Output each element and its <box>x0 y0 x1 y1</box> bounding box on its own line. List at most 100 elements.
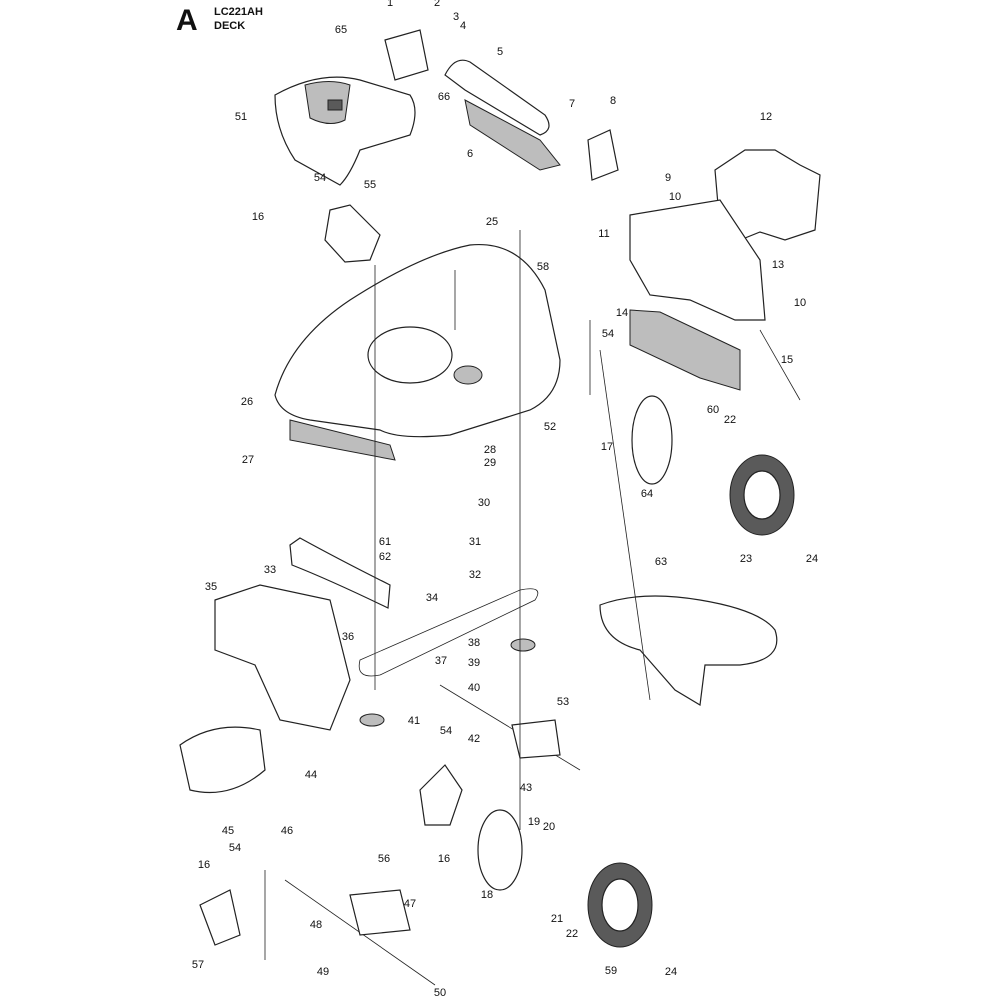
callout-32: 32 <box>469 569 481 581</box>
baffle-part <box>289 537 391 609</box>
callout-45: 45 <box>222 825 234 837</box>
gearbox-42 <box>511 719 561 759</box>
callout-61: 61 <box>379 536 391 548</box>
callout-14: 14 <box>616 307 628 319</box>
callout-23: 23 <box>740 553 752 565</box>
callout-20: 20 <box>543 821 555 833</box>
callout-36: 36 <box>342 631 354 643</box>
gearbox-part <box>349 889 411 936</box>
callout-29: 29 <box>484 457 496 469</box>
section-letter: A <box>176 4 198 37</box>
callout-53: 53 <box>557 696 569 708</box>
callout-4: 4 <box>460 20 466 32</box>
mulch-plug-part <box>214 584 351 731</box>
callout-65: 65 <box>335 24 347 36</box>
callout-10-2: 10 <box>794 297 806 309</box>
callout-64: 64 <box>641 488 653 500</box>
callout-11: 11 <box>598 228 609 240</box>
callout-31: 31 <box>469 536 481 548</box>
callout-58: 58 <box>537 261 549 273</box>
wheel-rim-64 <box>631 395 673 485</box>
callout-3: 3 <box>453 11 459 23</box>
callout-24-2: 24 <box>665 966 677 978</box>
rear-flap-part <box>629 309 741 391</box>
callout-66: 66 <box>438 91 450 103</box>
front-cover-part <box>274 76 416 186</box>
callout-16-2: 16 <box>438 853 450 865</box>
callout-5: 5 <box>497 46 503 58</box>
callout-38: 38 <box>468 637 480 649</box>
callout-2: 2 <box>434 0 440 9</box>
callout-9: 9 <box>665 172 671 184</box>
callout-49: 49 <box>317 966 329 978</box>
front-wheel-part <box>587 862 653 948</box>
callout-1: 1 <box>387 0 393 9</box>
callout-63: 63 <box>655 556 667 568</box>
callout-21: 21 <box>551 913 563 925</box>
leader-lines <box>264 230 651 960</box>
height-adjuster-part <box>324 204 381 263</box>
callout-55: 55 <box>364 179 376 191</box>
bracket-part <box>384 29 429 81</box>
callout-33: 33 <box>264 564 276 576</box>
bag-frame-part <box>629 199 766 321</box>
pulley-41 <box>359 713 385 727</box>
diagram-subtitle: DECK <box>214 20 246 32</box>
height-adjuster-57 <box>199 889 241 946</box>
callout-22-2: 22 <box>566 928 578 940</box>
callout-40: 40 <box>468 682 480 694</box>
height-adjuster-56 <box>419 764 463 826</box>
deck-part <box>274 243 561 461</box>
callout-27: 27 <box>242 454 254 466</box>
callout-26: 26 <box>241 396 253 408</box>
callout-57: 57 <box>192 959 204 971</box>
callout-42: 42 <box>468 733 480 745</box>
callout-39: 39 <box>468 657 480 669</box>
model-number: LC221AH <box>214 6 263 18</box>
callout-43: 43 <box>520 782 532 794</box>
callout-56: 56 <box>378 853 390 865</box>
rear-guard-part <box>179 726 266 794</box>
callout-10: 10 <box>669 191 681 203</box>
callout-35: 35 <box>205 581 217 593</box>
callout-15: 15 <box>781 354 793 366</box>
deflector-part <box>599 595 778 706</box>
callout-41: 41 <box>408 715 420 727</box>
callout-46: 46 <box>281 825 293 837</box>
callout-34: 34 <box>426 592 438 604</box>
drive-belt-part <box>358 588 539 677</box>
callout-13: 13 <box>772 259 784 271</box>
callout-25: 25 <box>486 216 498 228</box>
callout-44: 44 <box>305 769 317 781</box>
callout-50: 50 <box>434 987 446 999</box>
callout-48: 48 <box>310 919 322 931</box>
callout-24: 24 <box>806 553 818 565</box>
callout-19: 19 <box>528 816 540 828</box>
callout-22: 22 <box>724 414 736 426</box>
callout-8: 8 <box>610 95 616 107</box>
bracket-right-part <box>587 129 619 181</box>
callout-28: 28 <box>484 444 496 456</box>
callout-62: 62 <box>379 551 391 563</box>
callout-59: 59 <box>605 965 617 977</box>
callout-30: 30 <box>478 497 490 509</box>
rear-wheel-part <box>729 454 795 536</box>
callout-6: 6 <box>467 148 473 160</box>
callout-12: 12 <box>760 111 772 123</box>
pulley-38 <box>510 638 536 652</box>
rod-15 <box>759 329 801 401</box>
callout-17: 17 <box>601 441 613 453</box>
rear-axle-tube <box>444 59 561 171</box>
callout-16-3: 16 <box>198 859 210 871</box>
callout-18: 18 <box>481 889 493 901</box>
callout-54-3: 54 <box>440 725 452 737</box>
wheel-rim-18 <box>477 809 523 891</box>
callout-60: 60 <box>707 404 719 416</box>
callout-7: 7 <box>569 98 575 110</box>
callout-47: 47 <box>404 898 416 910</box>
callout-16: 16 <box>252 211 264 223</box>
callout-54-4: 54 <box>229 842 241 854</box>
